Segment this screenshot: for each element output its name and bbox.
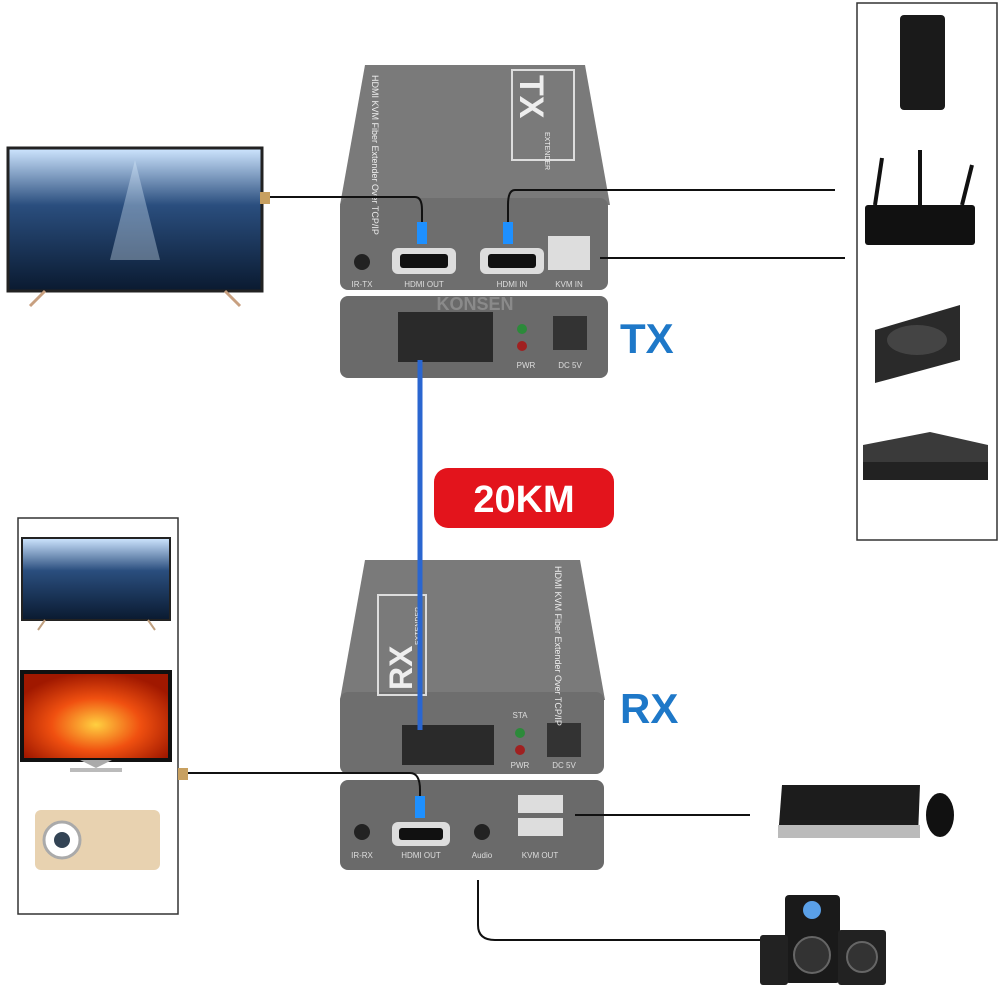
hdmi-cable-display	[185, 772, 421, 818]
monitor-icon	[20, 670, 172, 772]
pc-tower-icon	[900, 15, 945, 110]
hdmi-cable-tv	[270, 196, 423, 240]
projector-icon	[35, 810, 160, 870]
distance-label: 20KM	[473, 479, 574, 521]
audio-cable	[477, 880, 760, 941]
router-icon	[865, 150, 975, 245]
tv-display-icon	[21, 537, 171, 631]
rx-top-text: HDMI KVM Fiber Extender Over TCP/IP	[553, 566, 563, 726]
audio-label: Audio	[472, 851, 493, 860]
hdmi-in-label: HDMI IN	[497, 280, 528, 289]
rx-extender-device: HDMI KVM Fiber Extender Over TCP/IP RX E…	[340, 560, 605, 870]
keyboard-icon	[778, 785, 920, 838]
kvm-usb-port-2	[518, 818, 563, 836]
fiber-port	[402, 725, 494, 765]
hdmi-connectors	[178, 192, 513, 818]
tx-badge: TX	[512, 75, 550, 119]
tx-label: TX	[620, 315, 674, 362]
ir-tx-port	[354, 254, 370, 270]
dc-power-jack	[547, 723, 581, 757]
distance-badge: 20KM	[434, 468, 614, 528]
pwr-label: PWR	[517, 361, 536, 370]
pwr-label: PWR	[511, 761, 530, 770]
dvr-recorder-icon	[863, 432, 988, 480]
hdmi-out-label: HDMI OUT	[401, 851, 441, 860]
brand-watermark: KONSEN	[436, 294, 513, 314]
speakers-icon	[760, 895, 886, 985]
tx-badge-sub: EXTENDER	[543, 132, 550, 170]
ir-rx-port	[354, 824, 370, 840]
tx-extender-device: HDMI KVM Fiber Extender Over TCP/IP TX E…	[340, 65, 610, 378]
ir-tx-label: IR-TX	[352, 280, 374, 289]
tx-top-text: HDMI KVM Fiber Extender Over TCP/IP	[370, 75, 380, 235]
rx-badge: RX	[383, 645, 419, 690]
game-console-icon	[875, 305, 960, 383]
kvm-in-usb-port	[548, 236, 590, 270]
hdmi-out-label: HDMI OUT	[404, 280, 444, 289]
tv-icon	[6, 146, 264, 308]
dc5v-label: DC 5V	[558, 361, 582, 370]
kvm-usb-port-1	[518, 795, 563, 813]
fiber-port	[398, 312, 493, 362]
hdmi-cable-source	[507, 189, 835, 240]
mouse-icon	[926, 793, 954, 837]
dc-power-jack	[553, 316, 587, 350]
rx-label: RX	[620, 685, 678, 732]
dc5v-label: DC 5V	[552, 761, 576, 770]
sta-label: STA	[513, 711, 529, 720]
ir-rx-label: IR-RX	[351, 851, 373, 860]
kvm-in-label: KVM IN	[555, 280, 583, 289]
kvm-out-label: KVM OUT	[522, 851, 559, 860]
cables	[185, 189, 845, 941]
audio-port	[474, 824, 490, 840]
